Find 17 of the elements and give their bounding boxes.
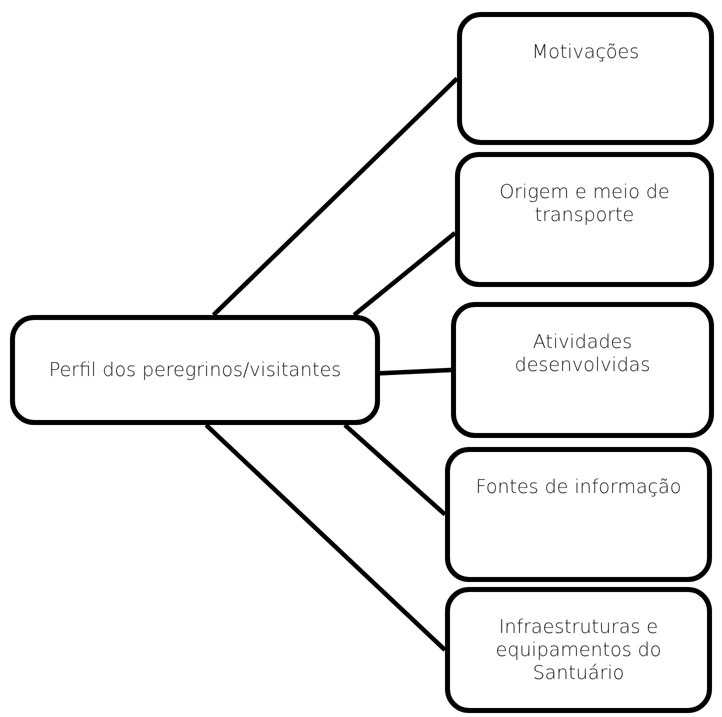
rounded-box (451, 302, 714, 438)
box-label: Motivações (532, 41, 640, 64)
rounded-box (445, 447, 712, 582)
connector-line (212, 76, 459, 317)
box-label: Origem e meio de transporte (498, 181, 671, 227)
rounded-box (455, 152, 714, 287)
connector-line (204, 423, 447, 652)
rounded-box (445, 587, 712, 713)
box-label: Atividades desenvolvidas (514, 331, 652, 377)
box-label: Perfil dos peregrinos/visitantes (48, 358, 342, 382)
rounded-box (457, 12, 714, 145)
connector-line (352, 231, 456, 317)
connector-line (343, 423, 446, 516)
connector-line (380, 368, 452, 376)
rounded-box (10, 315, 380, 425)
box-label: Infraestruturas e equipamentos do Santuário (494, 616, 662, 684)
box-label: Fontes de informação (476, 476, 682, 499)
